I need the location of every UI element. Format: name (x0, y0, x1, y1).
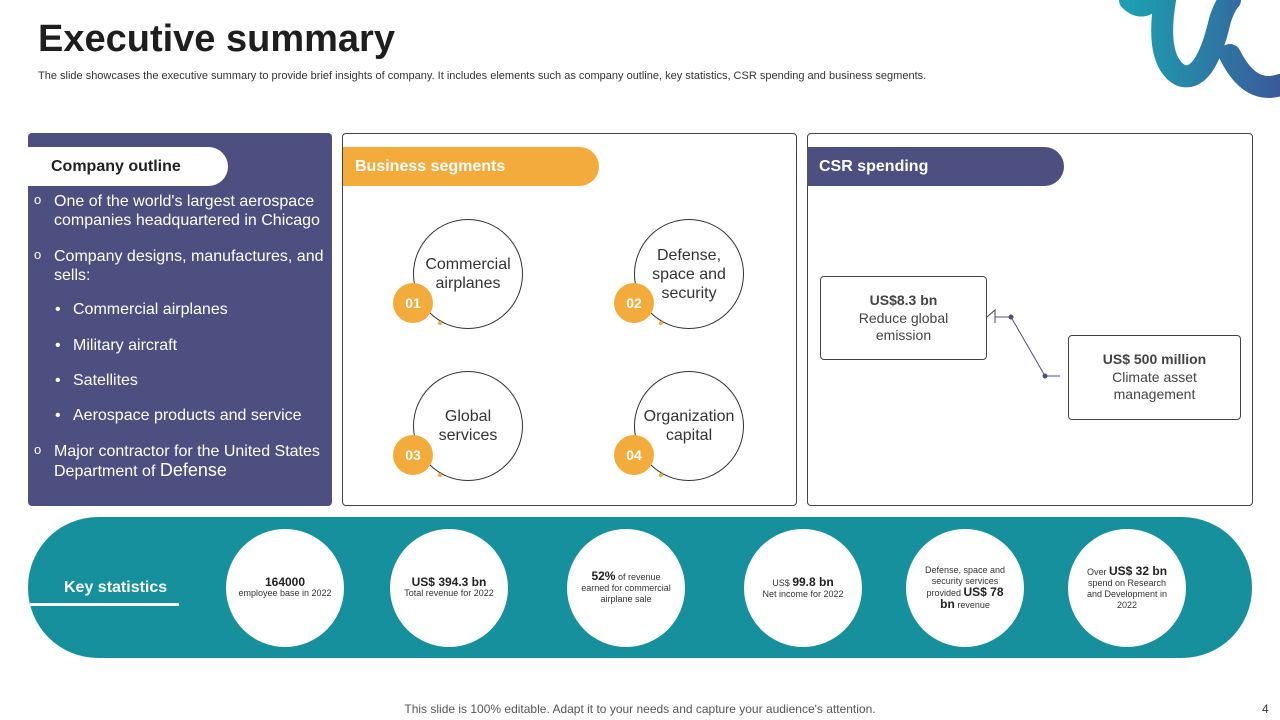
segment-commercial-airplanes: Commercial airplanes (413, 219, 523, 329)
segment-global-services: Global services (413, 371, 523, 481)
segment-dot (438, 321, 442, 325)
segment-dot (438, 473, 442, 477)
circle-bullet-icon: o (34, 192, 42, 207)
stat-defense-revenue: Defense, space and security services pro… (906, 529, 1024, 647)
footer-note: This slide is 100% editable. Adapt it to… (404, 702, 876, 716)
csr-spending-heading: CSR spending (807, 147, 1064, 186)
business-segments-heading: Business segments (343, 147, 599, 186)
segment-organization-capital: Organization capital (634, 371, 744, 481)
dot-bullet-icon: • (55, 407, 61, 424)
csr-connector-line (986, 308, 1060, 379)
stat-commercial-revenue-share: 52% of revenue earned for commercial air… (567, 529, 685, 647)
defense-emphasis: Defense (159, 460, 227, 480)
page-title: Executive summary (38, 18, 395, 60)
dot-bullet-icon: • (55, 337, 61, 354)
csr-spending-panel (807, 133, 1253, 506)
segment-number-badge: 01 (393, 283, 433, 323)
dot-bullet-icon: • (55, 372, 61, 389)
key-statistics-heading: Key statistics (64, 579, 168, 596)
segment-dot (659, 321, 663, 325)
stat-net-income: US$ 99.8 bn Net income for 2022 (744, 529, 862, 647)
csr-item-emission: US$8.3 bn Reduce global emission (820, 276, 987, 360)
page-subtitle: The slide showcases the executive summar… (38, 70, 927, 82)
segment-dot (659, 473, 663, 477)
stat-total-revenue: US$ 394.3 bn Total revenue for 2022 (390, 529, 508, 647)
circle-bullet-icon: o (34, 247, 42, 262)
segment-number-badge: 04 (614, 435, 654, 475)
company-outline-panel (28, 133, 332, 506)
segment-number-badge: 02 (614, 283, 654, 323)
business-segments-panel (342, 133, 797, 506)
segment-number-badge: 03 (393, 435, 433, 475)
page-number: 4 (1262, 702, 1269, 716)
company-outline-heading: Company outline (28, 147, 228, 186)
key-statistics-underline (30, 603, 179, 606)
csr-item-climate: US$ 500 million Climate asset management (1068, 335, 1241, 420)
decorative-brush-stroke (1119, 0, 1280, 98)
stat-employees: 164000 employee base in 2022 (226, 529, 344, 647)
segment-defense-space-security: Defense, space and security (634, 219, 744, 329)
circle-bullet-icon: o (34, 442, 42, 457)
stat-research-development: Over US$ 32 bn spend on Research and Dev… (1068, 529, 1186, 647)
dot-bullet-icon: • (55, 301, 61, 318)
